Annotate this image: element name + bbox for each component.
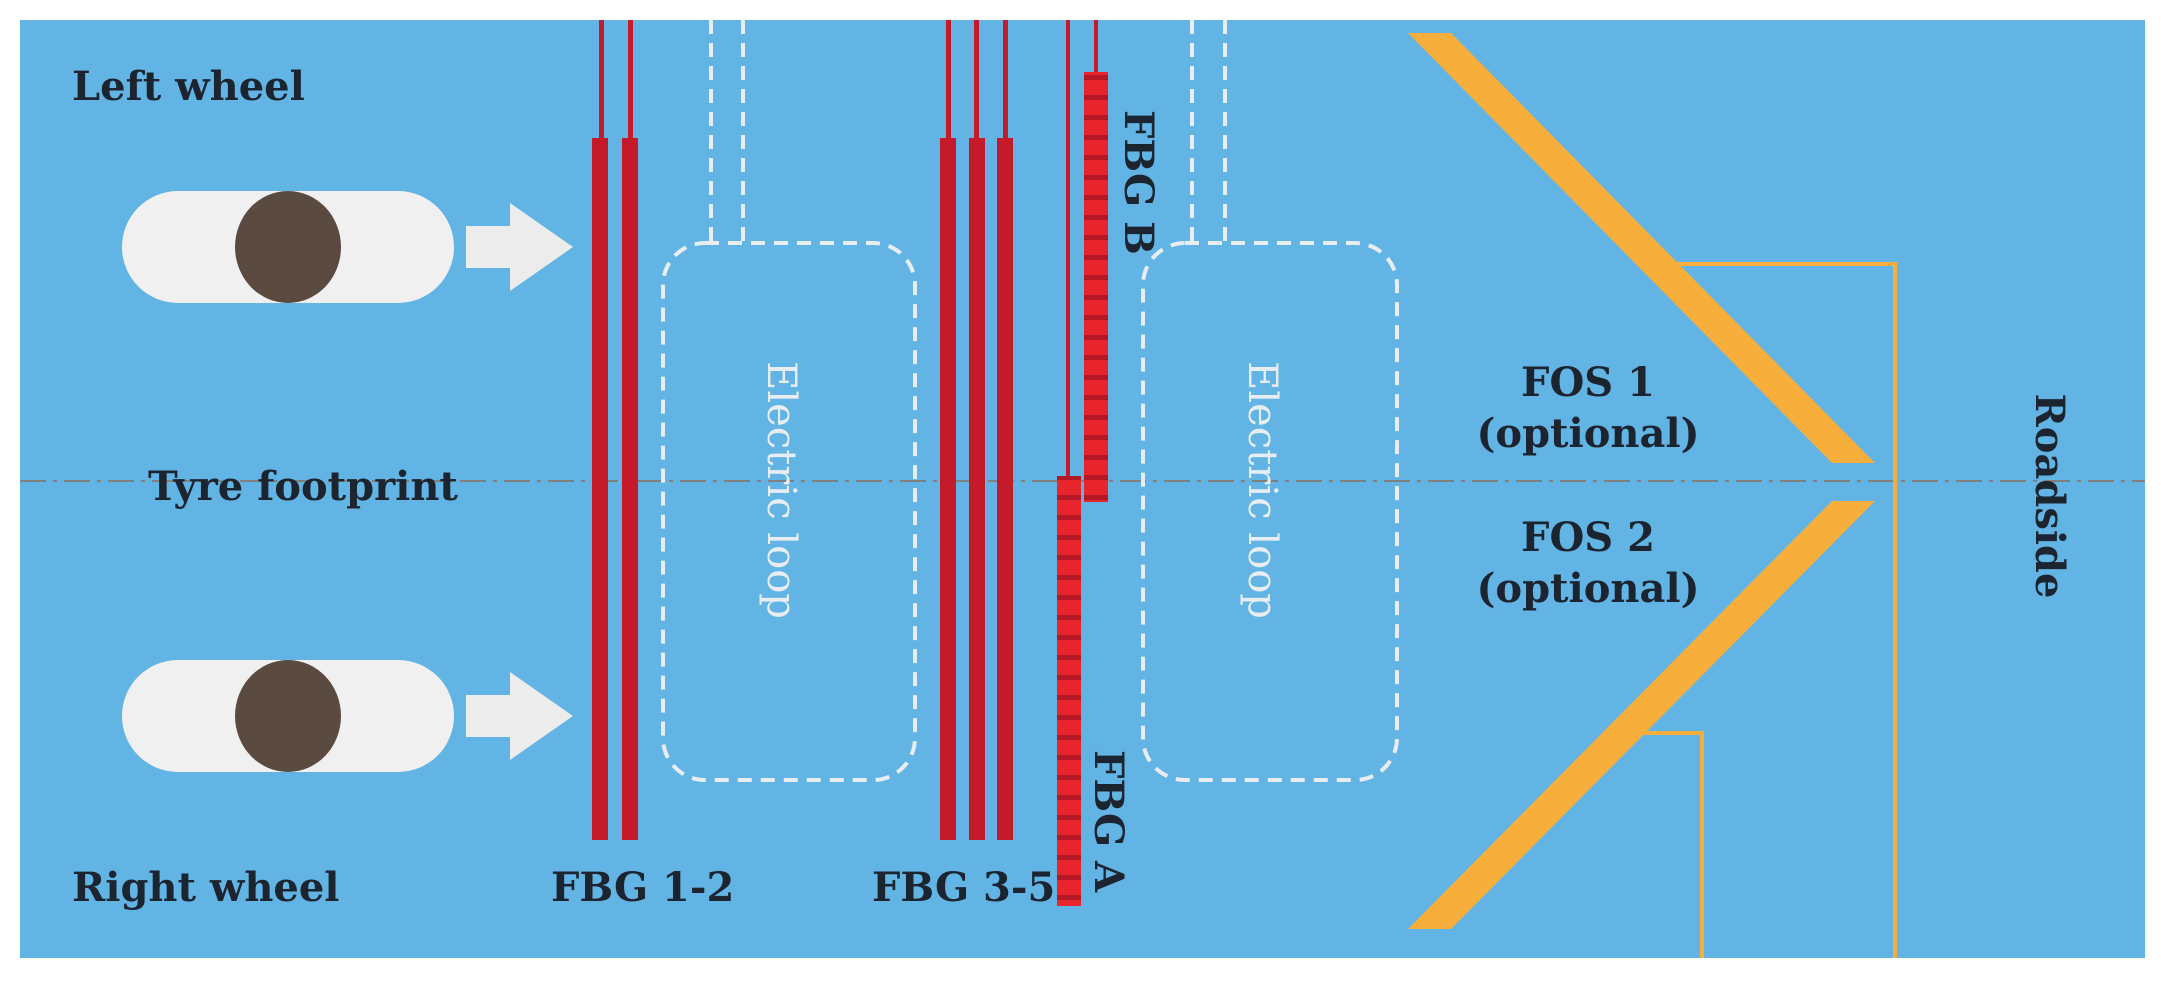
right-wheel-direction-arrow xyxy=(466,672,573,760)
fos-2-sensor xyxy=(1408,501,1875,958)
fos-2-label-line2: (optional) xyxy=(1476,565,1699,612)
electric-loop-2 xyxy=(1141,20,1399,782)
roadside-label: Roadside xyxy=(2026,394,2073,599)
fbg-3-5-sensors xyxy=(940,20,1013,840)
fos-1-sensor xyxy=(1408,33,1897,958)
electric-loop-2-label: Electric loop xyxy=(1239,361,1285,619)
left-wheel-direction-arrow xyxy=(466,203,573,291)
road-surface xyxy=(20,20,2145,958)
right-wheel-icon xyxy=(122,660,454,772)
right-wheel-label: Right wheel xyxy=(72,864,340,911)
electric-loop-1-label: Electric loop xyxy=(758,361,804,619)
left-wheel-icon xyxy=(122,191,454,303)
fos-1-label-line1: FOS 1 xyxy=(1521,359,1655,406)
fbg-1-2-sensors xyxy=(592,20,638,840)
fos-1-label-line2: (optional) xyxy=(1476,410,1699,457)
fbg-3-5-label: FBG 3-5 xyxy=(872,864,1055,911)
tyre-footprint-label: Tyre footprint xyxy=(148,463,458,510)
left-wheel-label: Left wheel xyxy=(72,63,305,110)
fbg-b-sensor xyxy=(1084,20,1108,502)
fbg-a-label: FBG A xyxy=(1085,750,1132,893)
fbg-b-label: FBG B xyxy=(1115,110,1162,255)
fbg-1-2-label: FBG 1-2 xyxy=(551,864,734,911)
fbg-a-sensor xyxy=(1057,20,1081,906)
fos-2-label-line1: FOS 2 xyxy=(1521,514,1655,561)
electric-loop-1 xyxy=(661,20,917,782)
